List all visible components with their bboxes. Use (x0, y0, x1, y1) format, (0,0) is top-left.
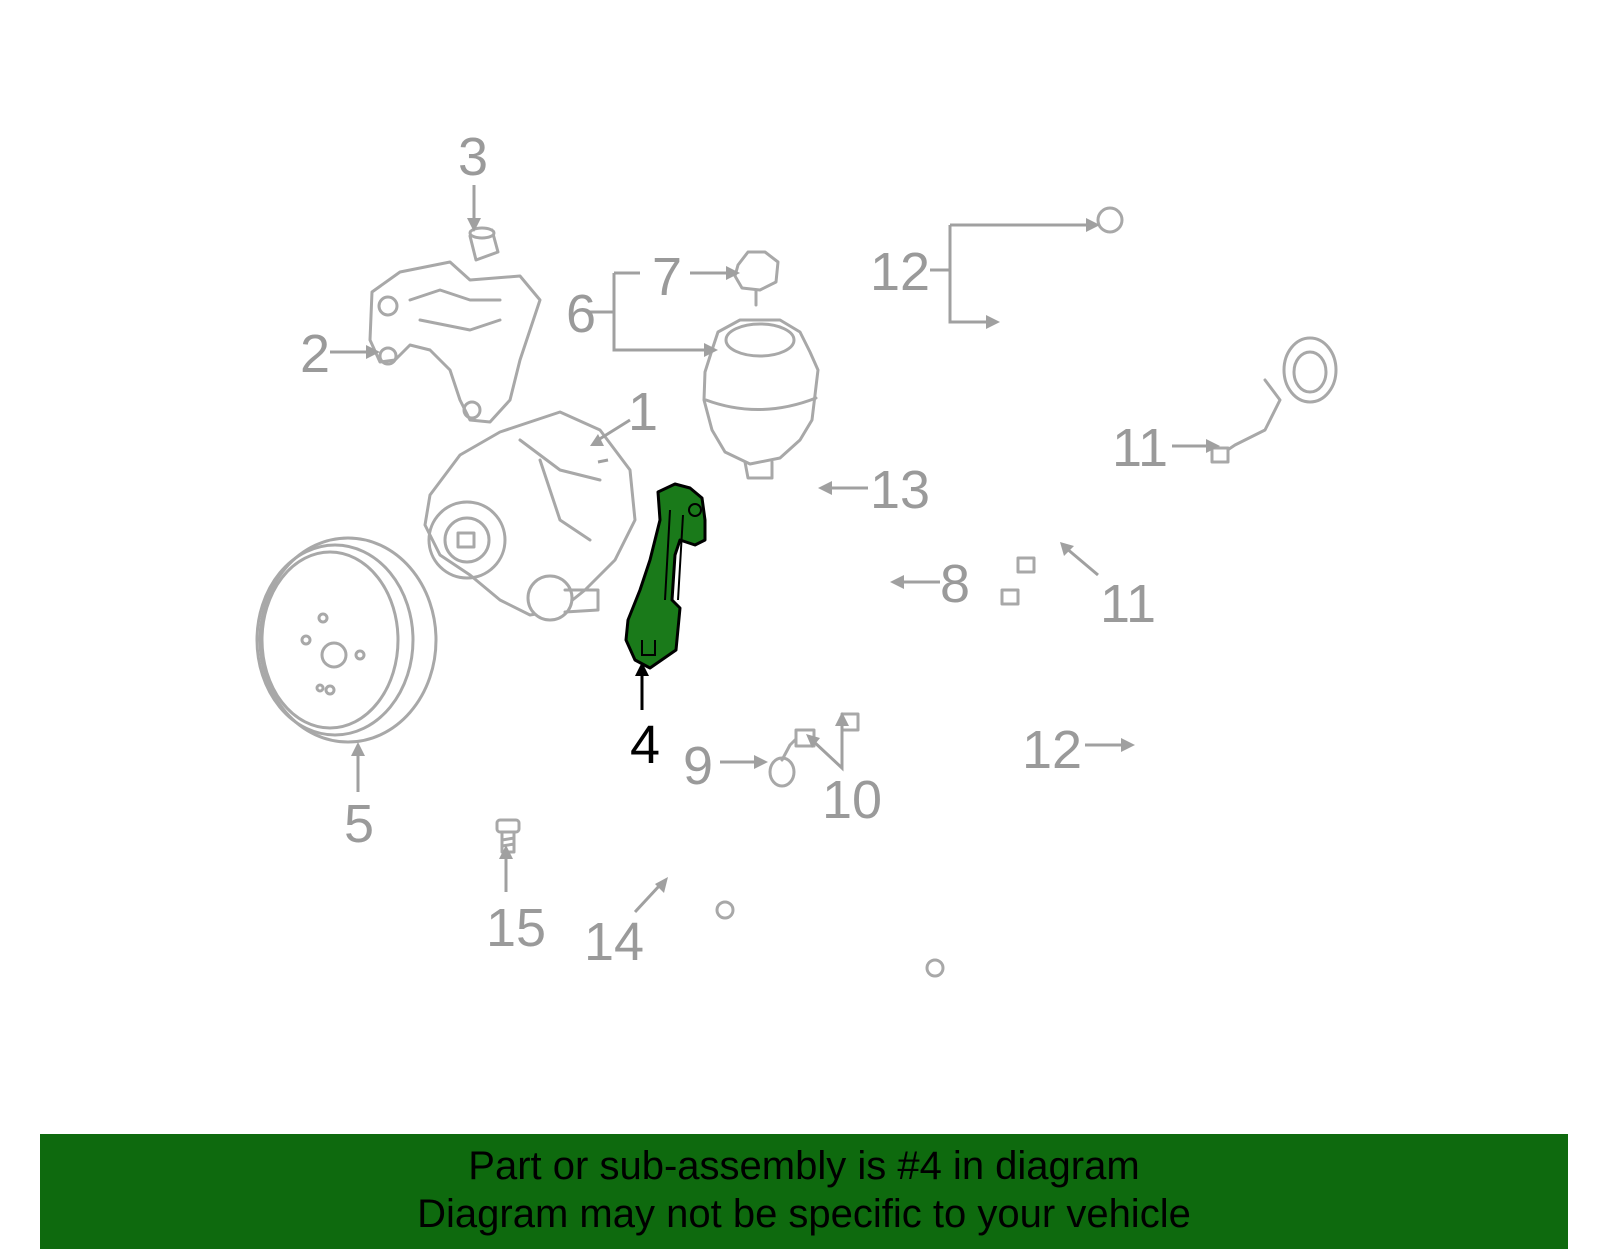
leader-lines (330, 185, 1210, 914)
part-2-bracket[interactable] (368, 260, 542, 424)
callout-13: 13 (870, 460, 930, 520)
part-3-bushing[interactable] (468, 226, 500, 262)
part-5-pulley[interactable] (255, 536, 438, 744)
part-9-fitting[interactable] (768, 733, 802, 788)
part-14-lines[interactable] (489, 724, 998, 1018)
info-banner: Part or sub-assembly is #4 in diagram Di… (40, 1134, 1568, 1249)
callout-5: 5 (344, 794, 374, 854)
callout-1: 1 (628, 382, 658, 442)
callout-6: 6 (566, 284, 596, 344)
part-12-lower-hose[interactable] (1012, 670, 1145, 933)
callout-12-lower: 12 (1022, 720, 1082, 780)
part-12-upper-hose[interactable] (951, 206, 1135, 421)
part-4-highlighted-bracket[interactable] (624, 482, 707, 670)
callout-15: 15 (486, 898, 546, 958)
part-11-upper-line[interactable] (1210, 336, 1338, 464)
callout-8: 8 (940, 554, 970, 614)
part-6-reservoir[interactable] (702, 318, 820, 480)
callout-11-upper: 11 (1112, 418, 1168, 478)
callout-9: 9 (683, 736, 713, 796)
part-11-lower-hose[interactable] (852, 479, 1193, 731)
callout-10: 10 (822, 770, 882, 830)
arrowheads (351, 218, 1220, 893)
callout-labels: 3 2 1 6 7 12 11 13 8 11 4 12 9 10 5 15 1… (300, 127, 1168, 972)
part-10-fitting[interactable] (794, 712, 860, 748)
parts-diagram: 3 2 1 6 7 12 11 13 8 11 4 12 9 10 5 15 1… (255, 127, 1338, 1018)
part-8-hose[interactable] (802, 530, 928, 658)
part-7-cap[interactable] (733, 250, 780, 307)
callout-14: 14 (584, 912, 644, 972)
callout-7: 7 (652, 247, 682, 307)
callout-12-upper: 12 (870, 242, 930, 302)
callout-2: 2 (300, 324, 330, 384)
part-15-bolt[interactable] (495, 818, 521, 854)
part-13-hose[interactable] (733, 491, 824, 684)
callout-3: 3 (458, 127, 488, 187)
callout-11-lower: 11 (1100, 574, 1156, 634)
banner-line-1: Part or sub-assembly is #4 in diagram (468, 1144, 1140, 1188)
banner-line-2: Diagram may not be specific to your vehi… (417, 1192, 1191, 1236)
part-1-pump[interactable] (423, 410, 637, 622)
callout-4: 4 (630, 715, 660, 775)
